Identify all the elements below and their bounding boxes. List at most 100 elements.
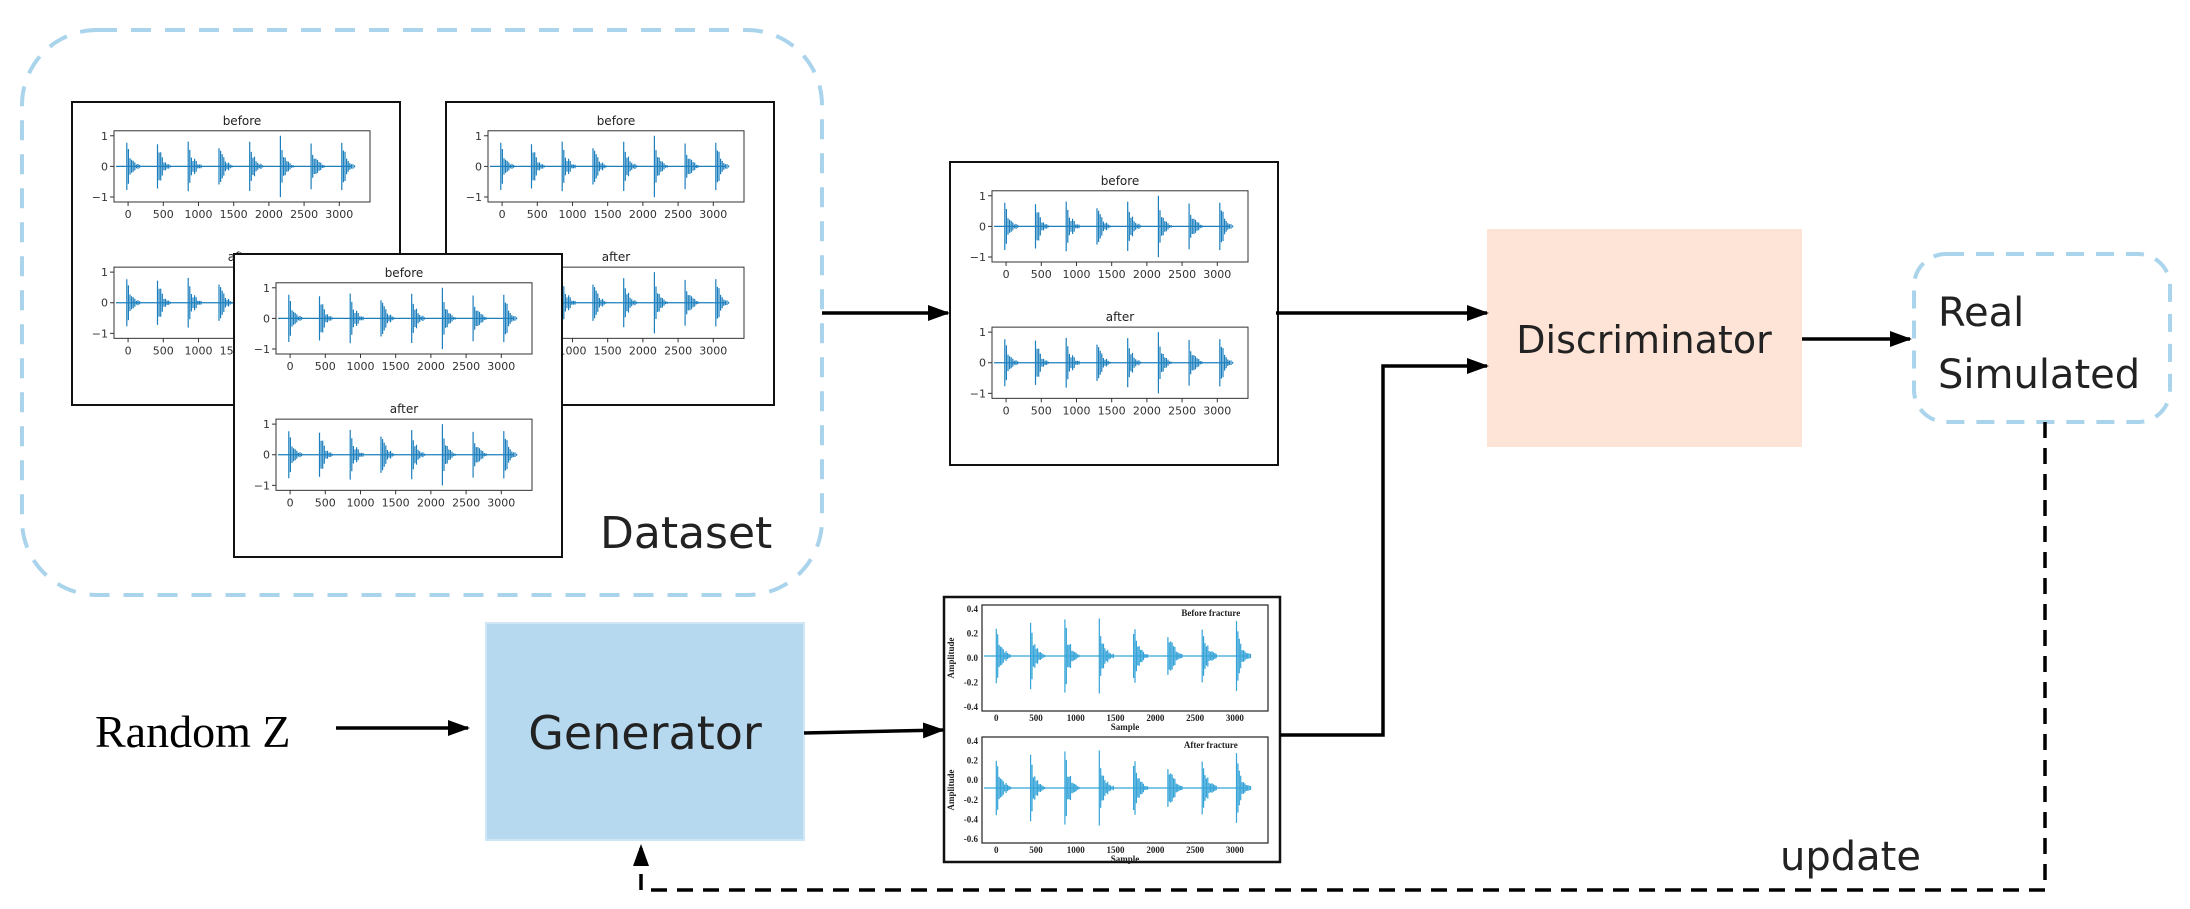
y-tick-label: -0.2: [964, 795, 979, 805]
figure-frame: [942, 595, 1282, 864]
dataset-group: [20, 28, 824, 597]
y-tick-label: −1: [92, 327, 108, 340]
generator-box: [485, 622, 805, 841]
arrow-update-feedback: [633, 422, 2047, 892]
x-tick-label: 500: [1029, 713, 1043, 723]
arrow-fake-to-discriminator: [1280, 358, 1489, 737]
x-tick-label: 2500: [1186, 713, 1205, 723]
y-tick-label: 1: [101, 266, 108, 279]
x-tick-label: 1500: [382, 496, 410, 509]
y-tick-label: -0.6: [964, 834, 979, 844]
x-tick-label: 500: [1031, 268, 1052, 281]
x-axis-label: Sample: [1111, 854, 1140, 864]
x-tick-label: 1000: [1062, 268, 1090, 281]
y-tick-label: 1: [263, 418, 270, 431]
x-tick-label: 2500: [452, 496, 480, 509]
x-tick-label: 3000: [1226, 845, 1245, 855]
x-tick-label: 1000: [558, 344, 586, 357]
y-tick-label: 0.0: [967, 653, 979, 663]
output-box: [1912, 252, 2172, 424]
plot-axes: [981, 604, 1269, 712]
plot-title: before: [597, 114, 636, 128]
y-tick-label: 0: [979, 220, 986, 233]
x-tick-label: 2500: [1168, 268, 1196, 281]
y-tick-label: 0: [979, 357, 986, 370]
x-tick-label: 1000: [346, 360, 374, 373]
x-tick-label: 1500: [1107, 845, 1126, 855]
y-tick-label: 0: [101, 160, 108, 173]
plot-title: before: [385, 266, 424, 280]
x-tick-label: 500: [1029, 845, 1043, 855]
y-tick-label: 0.4: [967, 736, 979, 746]
x-tick-label: 1000: [184, 344, 212, 357]
y-tick-label: 0.4: [967, 604, 979, 614]
plot-title: After fracture: [1184, 740, 1238, 750]
x-tick-label: 500: [527, 208, 548, 221]
x-tick-label: 3000: [487, 360, 515, 373]
x-tick-label: 1500: [594, 208, 622, 221]
x-tick-label: 1500: [594, 344, 622, 357]
x-tick-label: 1000: [1067, 713, 1086, 723]
x-tick-label: 0: [1003, 268, 1010, 281]
x-tick-label: 1000: [346, 496, 374, 509]
x-tick-label: 500: [315, 496, 336, 509]
x-tick-label: 2000: [1133, 268, 1161, 281]
y-tick-label: −1: [254, 343, 270, 356]
x-axis-label: Sample: [1111, 722, 1140, 732]
x-tick-label: 2500: [1186, 845, 1205, 855]
x-tick-label: 1500: [382, 360, 410, 373]
y-tick-label: -0.4: [964, 814, 979, 824]
y-tick-label: −1: [254, 479, 270, 492]
y-tick-label: 0.0: [967, 775, 979, 785]
y-tick-label: 0: [263, 449, 270, 462]
x-tick-label: 2500: [664, 208, 692, 221]
y-tick-label: −1: [970, 251, 986, 264]
x-tick-label: 2000: [417, 496, 445, 509]
x-tick-label: 0: [994, 713, 999, 723]
x-tick-label: 0: [1003, 404, 1010, 417]
y-tick-label: 0: [475, 160, 482, 173]
x-tick-label: 3000: [1203, 268, 1231, 281]
update-label: update: [1780, 834, 1921, 880]
plot-title: Before fracture: [1181, 608, 1240, 618]
discriminator-label: Discriminator: [1516, 318, 1772, 362]
x-tick-label: 2000: [255, 208, 283, 221]
x-tick-label: 3000: [1226, 713, 1245, 723]
x-tick-label: 2000: [629, 344, 657, 357]
y-tick-label: 0: [263, 312, 270, 325]
plot-title: before: [223, 114, 262, 128]
x-tick-label: 3000: [325, 208, 353, 221]
x-tick-label: 1000: [558, 208, 586, 221]
real-label: Real: [1938, 290, 2024, 336]
y-tick-label: 1: [475, 130, 482, 143]
plot-title: after: [602, 250, 630, 264]
generator-label: Generator: [528, 706, 762, 760]
x-tick-label: 0: [287, 360, 294, 373]
x-tick-label: 500: [153, 344, 174, 357]
plot-axes: [981, 736, 1269, 844]
y-tick-label: 1: [101, 130, 108, 143]
simulated-label: Simulated: [1938, 352, 2140, 398]
dataset-label: Dataset: [600, 508, 772, 559]
x-tick-label: 2500: [1168, 404, 1196, 417]
x-tick-label: 500: [1031, 404, 1052, 417]
x-tick-label: 1500: [1098, 268, 1126, 281]
random-z-label: Random Z: [95, 706, 290, 757]
x-tick-label: 500: [315, 360, 336, 373]
x-tick-label: 1500: [1107, 713, 1126, 723]
y-axis-label: Amplitude: [946, 769, 956, 810]
discriminator-box: [1487, 229, 1802, 447]
y-tick-label: 1: [979, 190, 986, 203]
x-tick-label: 2000: [1146, 845, 1165, 855]
x-tick-label: 0: [994, 845, 999, 855]
x-tick-label: 1000: [1067, 845, 1086, 855]
x-tick-label: 2500: [664, 344, 692, 357]
y-axis-label: Amplitude: [946, 637, 956, 678]
y-tick-label: 1: [263, 282, 270, 295]
plot-title: after: [1106, 310, 1134, 324]
y-tick-label: -0.4: [964, 702, 979, 712]
x-tick-label: 500: [153, 208, 174, 221]
